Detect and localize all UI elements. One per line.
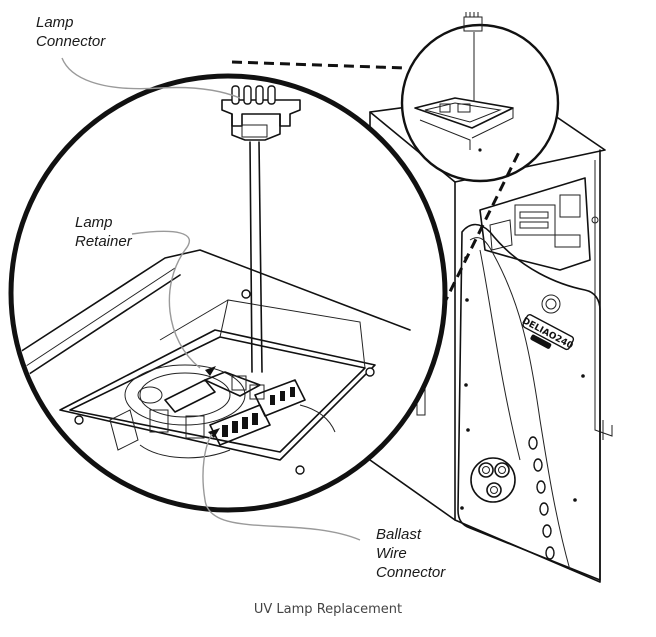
leader-line-lamp-retainer bbox=[131, 230, 201, 369]
label-lamp-retainer-line2: Retainer bbox=[75, 233, 132, 250]
label-lamp-retainer-line1: Lamp bbox=[75, 214, 113, 231]
label-ballast-line3: Connector bbox=[376, 564, 446, 581]
inset-detail-circle bbox=[400, 12, 560, 183]
label-lamp-connector-line2: Connector bbox=[36, 33, 106, 50]
magnified-lamp-area bbox=[8, 73, 448, 513]
ports bbox=[470, 457, 516, 503]
lamp-connector-part bbox=[221, 85, 301, 141]
label-lamp-retainer: Lamp Retainer bbox=[75, 213, 132, 251]
leader-line-lamp-connector bbox=[61, 57, 241, 99]
label-lamp-connector-line1: Lamp bbox=[36, 14, 74, 31]
model-badge: DELIAO240 bbox=[520, 314, 574, 351]
label-ballast-line2: Wire bbox=[376, 545, 407, 562]
ballast-wire-connector-part bbox=[209, 379, 306, 446]
panel-buttons bbox=[528, 436, 555, 560]
label-lamp-connector: Lamp Connector bbox=[36, 13, 105, 51]
lamp-retainer-part bbox=[149, 371, 265, 439]
figure-caption: UV Lamp Replacement bbox=[253, 602, 403, 617]
leader-line-ballast-connector bbox=[202, 433, 361, 541]
label-ballast-line1: Ballast bbox=[376, 526, 422, 543]
label-ballast-wire-connector: Ballast Wire Connector bbox=[376, 525, 445, 582]
uv-lamp-replacement-diagram: DELIAO240 bbox=[8, 12, 613, 583]
projection-line-top bbox=[231, 60, 406, 70]
